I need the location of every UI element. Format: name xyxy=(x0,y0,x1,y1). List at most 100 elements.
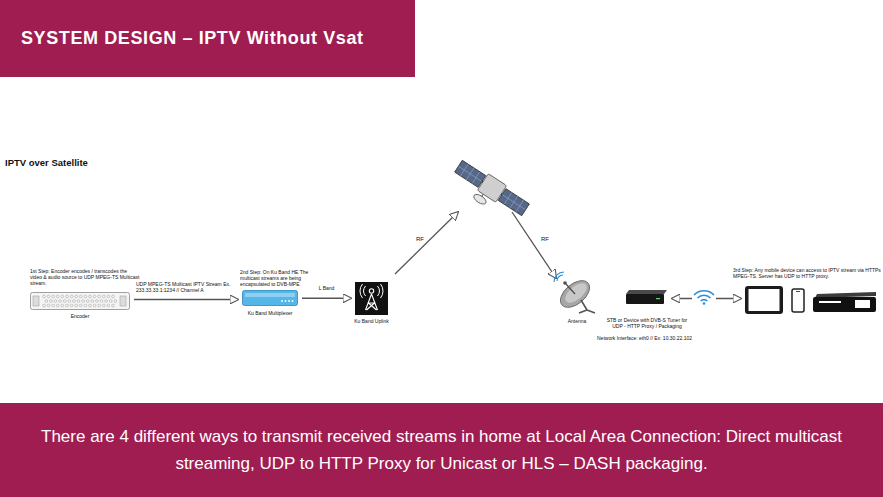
node-outline xyxy=(30,292,130,310)
stb-top xyxy=(626,290,667,294)
vent-hole xyxy=(75,295,78,298)
vent-hole xyxy=(89,295,92,298)
vent-hole xyxy=(50,300,53,303)
vent-hole xyxy=(84,304,87,307)
vent-hole xyxy=(114,300,117,303)
tower-symbol xyxy=(366,294,378,310)
signal-label: RF xyxy=(541,236,549,242)
step-note: 3rd Step: Any mobile device can access t… xyxy=(733,267,883,279)
phone-speaker xyxy=(796,291,800,292)
signal-waves xyxy=(554,272,564,282)
vent-hole xyxy=(100,300,103,303)
solar-panel xyxy=(455,160,486,187)
encoder-vents xyxy=(43,295,117,307)
stb-device: STB or Device with DVB-S Tuner for UDP -… xyxy=(626,290,668,304)
multiplexer-face xyxy=(245,293,295,297)
node-outline xyxy=(745,285,877,315)
vent-hole xyxy=(79,295,82,298)
encoder-body xyxy=(31,293,130,310)
antenna-dish: Antenna xyxy=(553,272,601,314)
status-led xyxy=(281,300,283,302)
node-outline xyxy=(626,290,668,304)
dish-arm xyxy=(482,194,484,197)
status-led xyxy=(288,300,290,302)
section-label: IPTV over Satellite xyxy=(5,157,88,168)
vent-hole xyxy=(107,304,110,307)
vent-hole xyxy=(89,304,92,307)
encoder-device: 1st Step: Encoder encodes / transcodes t… xyxy=(30,292,130,310)
rf-arrow xyxy=(512,212,556,278)
vent-hole xyxy=(66,295,69,298)
wifi-arc xyxy=(701,300,707,301)
flow-arrow xyxy=(302,298,351,299)
vent-hole xyxy=(66,304,69,307)
vent-hole xyxy=(61,304,64,307)
wifi-arc xyxy=(698,295,711,298)
satellite-dish xyxy=(472,192,488,205)
vent-hole xyxy=(59,300,62,303)
panel-grid xyxy=(498,189,529,216)
vent-hole xyxy=(63,300,66,303)
vent-hole xyxy=(61,295,64,298)
device-label: STB or Device with DVB-S Tuner for UDP -… xyxy=(604,317,690,329)
vent-hole xyxy=(56,304,59,307)
stb-led xyxy=(656,298,660,299)
uplink-body xyxy=(355,282,388,315)
satellite-symbol xyxy=(448,158,531,226)
edge-label: L Band xyxy=(304,285,349,291)
vent-hole xyxy=(47,295,50,298)
wifi-backdrop xyxy=(692,286,716,306)
caption-text: There are 4 different ways to transmit r… xyxy=(17,423,867,477)
vent-hole xyxy=(52,295,55,298)
dish-reflector xyxy=(556,275,595,312)
caption-band: There are 4 different ways to transmit r… xyxy=(0,403,883,497)
vent-hole xyxy=(84,295,87,298)
vent-hole xyxy=(70,304,73,307)
node-outline xyxy=(553,272,601,314)
solar-panel xyxy=(498,189,529,216)
vent-hole xyxy=(73,300,76,303)
client-devices: 3rd Step: Any mobile device can access t… xyxy=(745,285,877,315)
vent-hole xyxy=(86,300,89,303)
panel-grid xyxy=(455,160,486,187)
vent-hole xyxy=(98,304,101,307)
vent-hole xyxy=(102,295,105,298)
vent-hole xyxy=(45,300,48,303)
device-label: Encoder xyxy=(50,313,110,319)
signal-waves xyxy=(360,284,383,298)
vent-hole xyxy=(91,300,94,303)
vent-hole xyxy=(43,295,46,298)
device-label: Ku Band Multiplexer xyxy=(235,310,305,316)
vent-hole xyxy=(112,295,115,298)
feed-horn xyxy=(563,281,567,285)
vent-hole xyxy=(82,300,85,303)
multiplexer-device: 2nd Step: On Ku Band HE The multicast st… xyxy=(242,290,298,306)
dish-inner xyxy=(562,280,590,307)
wifi-dot xyxy=(703,302,706,305)
phone-frame xyxy=(792,289,804,312)
status-led xyxy=(285,300,287,302)
encoder-panel xyxy=(33,296,39,306)
vent-hole xyxy=(93,295,96,298)
multiplexer-body xyxy=(243,291,298,306)
vent-hole xyxy=(112,304,115,307)
uplink-station: Ku Band Uplink xyxy=(355,282,388,315)
vent-hole xyxy=(107,295,110,298)
box-body xyxy=(813,297,876,312)
stb-body xyxy=(626,294,664,304)
wifi-arc xyxy=(694,291,714,295)
vent-hole xyxy=(79,304,82,307)
feed-arm xyxy=(566,284,575,294)
vent-hole xyxy=(105,300,108,303)
signal-label: RF xyxy=(416,236,424,242)
panel-arm xyxy=(482,181,502,194)
tablet-frame xyxy=(745,286,783,314)
vent-hole xyxy=(70,295,73,298)
vent-hole xyxy=(93,304,96,307)
edge-label: UDP MPEG-TS Multicast IPTV Stream Ex. 23… xyxy=(136,281,236,293)
vent-hole xyxy=(68,300,71,303)
encoder-panel xyxy=(120,296,126,306)
box-label xyxy=(819,301,841,303)
flow-arrow xyxy=(134,299,238,300)
